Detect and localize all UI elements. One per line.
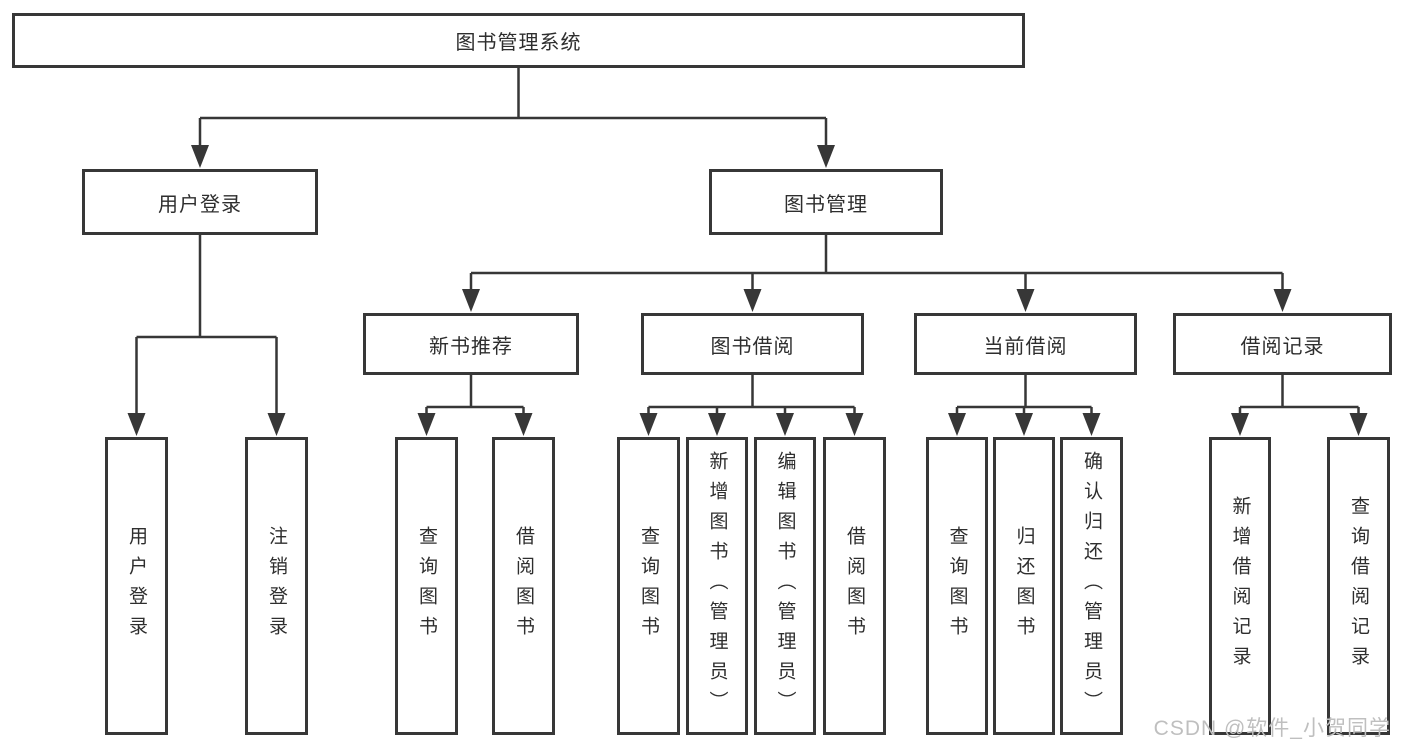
node-label: 查询图书: [416, 526, 437, 646]
node-borrow-records: 借阅记录: [1173, 313, 1392, 375]
csdn-watermark: CSDN @软件_小贺同学: [1153, 717, 1391, 740]
node-label: 图书借阅: [710, 335, 795, 358]
node-label: 借阅图书: [844, 526, 865, 646]
node-label: 新增图书（管理员）: [706, 451, 728, 721]
node-label: 图书管理系统: [455, 32, 582, 54]
node-label: 图书管理: [784, 193, 868, 216]
node-label: 新书推荐: [429, 335, 513, 358]
leaf-confirm-return-admin: 确认归还（管理员）: [1060, 437, 1123, 735]
leaf-logout: 注销登录: [245, 437, 308, 735]
leaf-query-books: 查询图书: [617, 437, 680, 735]
leaf-add-borrow-record: 新增借阅记录: [1209, 437, 1271, 735]
leaf-borrow-books: 借阅图书: [823, 437, 886, 735]
leaf-add-books-admin: 新增图书（管理员）: [686, 437, 748, 735]
leaf-user-login: 用户登录: [105, 437, 168, 735]
node-book-management: 图书管理: [709, 169, 943, 235]
leaf-query-books: 查询图书: [926, 437, 988, 735]
leaf-return-books: 归还图书: [993, 437, 1055, 735]
node-label: 用户登录: [158, 193, 242, 216]
leaf-edit-books-admin: 编辑图书（管理员）: [754, 437, 816, 735]
node-root-system: 图书管理系统: [12, 13, 1025, 68]
node-book-borrow: 图书借阅: [641, 313, 864, 375]
node-label: 当前借阅: [983, 335, 1068, 358]
node-label: 借阅记录: [1240, 335, 1325, 358]
node-label: 新增借阅记录: [1229, 496, 1251, 676]
node-label: 确认归还（管理员）: [1081, 451, 1102, 721]
node-label: 查询借阅记录: [1348, 496, 1369, 676]
node-current-borrow: 当前借阅: [914, 313, 1137, 375]
node-label: 借阅图书: [513, 526, 534, 646]
node-label: 编辑图书（管理员）: [774, 451, 796, 721]
node-label: 用户登录: [126, 526, 147, 646]
node-label: 归还图书: [1013, 526, 1035, 646]
leaf-borrow-books: 借阅图书: [492, 437, 555, 735]
node-label: 查询图书: [946, 526, 968, 646]
node-label: 注销登录: [266, 526, 287, 646]
node-label: 查询图书: [638, 526, 659, 646]
node-user-login: 用户登录: [82, 169, 318, 235]
leaf-query-books: 查询图书: [395, 437, 458, 735]
leaf-query-borrow-record: 查询借阅记录: [1327, 437, 1390, 735]
node-new-book-recommend: 新书推荐: [363, 313, 579, 375]
